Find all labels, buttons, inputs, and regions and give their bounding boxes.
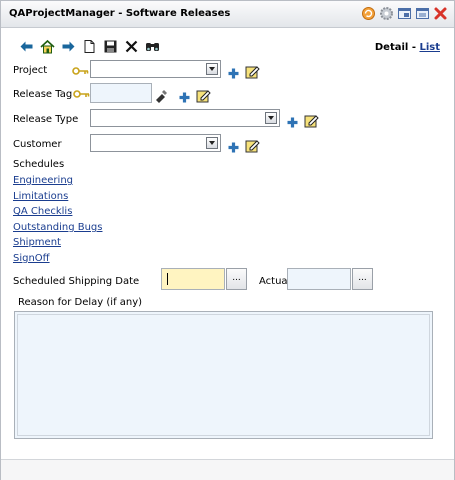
edit-release-type-icon[interactable] [304,113,319,128]
save-icon[interactable] [103,39,118,54]
actual-date-input[interactable] [287,268,351,290]
shipment-link[interactable]: Shipment [13,237,61,248]
add-release-type-icon[interactable] [287,117,298,128]
chevron-down-icon[interactable] [206,137,218,149]
view-switch: Detail - List [375,42,440,53]
scheduled-shipping-date-label: Scheduled Shipping Date [13,276,140,287]
project-select[interactable] [90,60,221,78]
actual-date-label: Actual [259,276,291,287]
window-controls [361,6,448,21]
list-view-link[interactable]: List [419,42,440,53]
refresh-icon[interactable] [361,6,376,21]
settings-icon[interactable] [379,6,394,21]
customer-label: Customer [13,139,62,150]
new-document-icon[interactable] [82,39,97,54]
release-type-select[interactable] [90,109,280,127]
toolbar [19,39,160,54]
reason-for-delay-label: Reason for Delay (if any) [18,297,143,308]
text-caret [167,273,168,285]
project-label: Project [13,65,48,76]
release-type-label: Release Type [13,114,79,125]
reason-text-area-inner [17,314,430,436]
add-release-tag-icon[interactable] [179,92,190,103]
scheduled-date-picker-button[interactable]: ... [226,268,247,290]
actual-date-picker-button[interactable]: ... [352,268,373,290]
restore-icon[interactable] [397,6,412,21]
delete-icon[interactable] [124,39,139,54]
outstanding-bugs-link[interactable]: Outstanding Bugs [13,222,103,233]
add-project-icon[interactable] [228,68,239,79]
release-tag-input[interactable] [90,83,152,103]
qa-checklist-link[interactable]: QA Checklis [13,206,73,217]
signoff-link[interactable]: SignOff [13,253,50,264]
release-tag-label: Release Tag [13,89,73,100]
pick-tag-icon[interactable] [154,88,169,103]
forward-icon[interactable] [61,39,76,54]
scheduled-shipping-date-input[interactable] [161,268,225,290]
close-icon[interactable] [433,6,448,21]
limitations-link[interactable]: Limitations [13,191,69,202]
maximize-icon[interactable] [415,6,430,21]
reason-for-delay-textarea[interactable] [14,311,433,439]
customer-select[interactable] [90,134,221,152]
engineering-link[interactable]: Engineering [13,175,73,186]
find-icon[interactable] [145,39,160,54]
edit-project-icon[interactable] [245,64,260,79]
back-icon[interactable] [19,39,34,54]
status-bar [1,459,454,480]
edit-customer-icon[interactable] [245,138,260,153]
edit-release-tag-icon[interactable] [196,88,211,103]
detail-view-label: Detail [374,42,409,53]
chevron-down-icon[interactable] [206,63,218,75]
add-customer-icon[interactable] [228,142,239,153]
view-separator: - [411,42,416,53]
chevron-down-icon[interactable] [265,112,277,124]
window-title: QAProjectManager - Software Releases [9,8,231,19]
home-icon[interactable] [40,39,55,54]
title-bar: QAProjectManager - Software Releases [1,1,454,28]
schedules-label: Schedules [13,159,65,170]
key-icon [72,67,89,75]
key-icon [73,90,90,98]
